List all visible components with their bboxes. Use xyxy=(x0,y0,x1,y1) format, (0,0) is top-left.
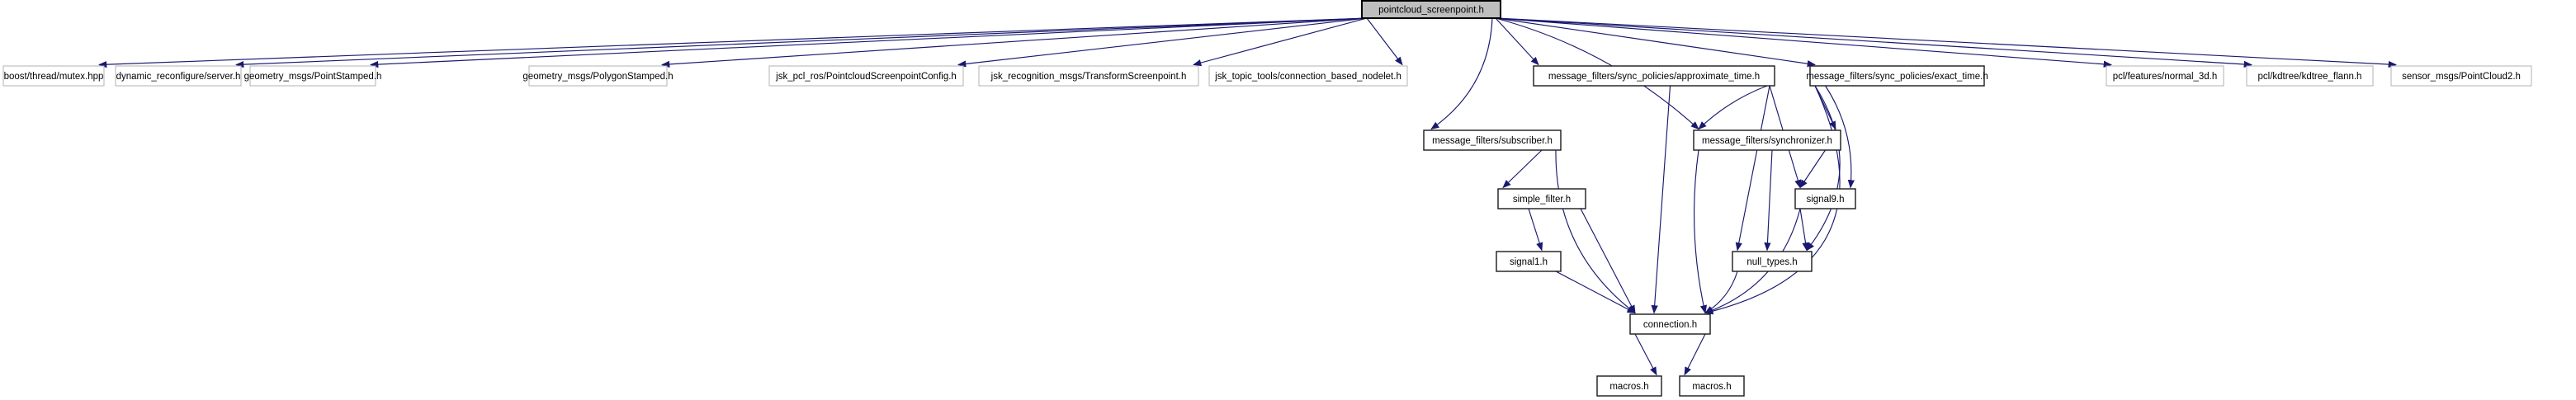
edge-root-pointcloud2 xyxy=(1495,17,2398,68)
edge-root-normal3d xyxy=(1495,17,2113,68)
node-box-polygonstamped xyxy=(528,65,668,87)
node-box-mutex xyxy=(2,65,105,87)
node-pointcloud2: sensor_msgs/PointCloud2.h xyxy=(2390,65,2532,87)
node-box-kdtree xyxy=(2246,65,2374,87)
node-exact[interactable]: message_filters/sync_policies/exact_time… xyxy=(1806,65,1988,87)
node-label-signal1: signal1.h xyxy=(1510,257,1548,267)
edge-root-mutex xyxy=(97,17,1368,68)
node-label-mutex: boost/thread/mutex.hpp xyxy=(4,72,104,82)
node-box-signal9[interactable] xyxy=(1794,188,1856,209)
edge-exact-signal9 xyxy=(1825,85,1855,189)
node-transformscreenpoint: jsk_recognition_msgs/TransformScreenpoin… xyxy=(978,65,1199,87)
edge-approx-connection xyxy=(1651,85,1671,314)
node-label-signal9: signal9.h xyxy=(1806,195,1844,205)
node-label-connection: connection.h xyxy=(1643,320,1697,330)
node-box-subscriber[interactable] xyxy=(1423,129,1562,151)
edge-root-kdtree xyxy=(1495,17,2253,68)
edge-synchronizer-connection xyxy=(1693,149,1708,314)
edge-signal1-connection xyxy=(1555,271,1636,314)
edge-simplefilter-signal1 xyxy=(1528,208,1543,252)
node-polygonstamped: geometry_msgs/PolygonStamped.h xyxy=(522,65,674,87)
node-mutex: boost/thread/mutex.hpp xyxy=(2,65,105,87)
node-label-approx: message_filters/sync_policies/approximat… xyxy=(1548,72,1760,82)
node-simplefilter[interactable]: simple_filter.h xyxy=(1497,188,1586,209)
edge-root-polygonstamped xyxy=(660,17,1368,68)
node-subscriber[interactable]: message_filters/subscriber.h xyxy=(1423,129,1562,151)
node-root: pointcloud_screenpoint.h xyxy=(1361,0,1501,19)
node-box-approx[interactable] xyxy=(1533,65,1775,87)
edge-signal9-connection xyxy=(1704,208,1801,314)
node-connection[interactable]: connection.h xyxy=(1629,313,1711,335)
node-normal3d: pcl/features/normal_3d.h xyxy=(2106,65,2224,87)
node-box-transformscreenpoint xyxy=(978,65,1199,87)
node-kdtree: pcl/kdtree/kdtree_flann.h xyxy=(2246,65,2374,87)
node-pointstamped: geometry_msgs/PointStamped.h xyxy=(244,65,382,87)
edge-root-nodelet xyxy=(1366,17,1403,66)
edge-approx-synchronizer xyxy=(1698,85,1768,130)
edge-root-dynserver xyxy=(234,17,1368,68)
node-box-normal3d xyxy=(2106,65,2224,87)
edge-root-pointstamped xyxy=(369,17,1368,68)
node-label-macros2: macros.h xyxy=(1692,382,1731,392)
node-label-screenpointconfig: jsk_pcl_ros/PointcloudScreenpointConfig.… xyxy=(775,72,957,82)
node-box-synchronizer[interactable] xyxy=(1693,129,1841,151)
node-label-pointcloud2: sensor_msgs/PointCloud2.h xyxy=(2402,72,2521,82)
node-box-macros2[interactable] xyxy=(1679,375,1745,397)
node-box-simplefilter[interactable] xyxy=(1497,188,1586,209)
node-box-pointcloud2 xyxy=(2390,65,2532,87)
node-label-exact: message_filters/sync_policies/exact_time… xyxy=(1806,72,1988,82)
node-label-nulltypes: null_types.h xyxy=(1746,257,1797,267)
edge-root-subscriber xyxy=(1430,17,1493,130)
edge-simplefilter-connection xyxy=(1580,208,1636,314)
edge-synchronizer-signal9 xyxy=(1799,149,1826,189)
node-macros1[interactable]: macros.h xyxy=(1596,375,1662,397)
edge-root-exact xyxy=(1495,17,1817,68)
node-label-normal3d: pcl/features/normal_3d.h xyxy=(2113,72,2218,82)
node-box-nodelet xyxy=(1208,65,1408,87)
node-box-root xyxy=(1361,0,1501,19)
node-nodelet: jsk_topic_tools/connection_based_nodelet… xyxy=(1208,65,1408,87)
edge-root-screenpointconfig xyxy=(957,17,1368,68)
node-label-nodelet: jsk_topic_tools/connection_based_nodelet… xyxy=(1214,72,1401,82)
node-dynserver: dynamic_reconfigure/server.h xyxy=(115,65,242,87)
node-box-dynserver xyxy=(115,65,242,87)
edge-subscriber-connection xyxy=(1555,149,1636,314)
edge-subscriber-simplefilter xyxy=(1502,149,1543,189)
node-box-signal1[interactable] xyxy=(1496,251,1562,272)
edge-connection-macros1 xyxy=(1634,333,1657,376)
node-box-macros1[interactable] xyxy=(1596,375,1662,397)
edge-connection-macros2 xyxy=(1684,333,1706,376)
node-signal9[interactable]: signal9.h xyxy=(1794,188,1856,209)
node-screenpointconfig: jsk_pcl_ros/PointcloudScreenpointConfig.… xyxy=(768,65,964,87)
node-box-exact[interactable] xyxy=(1809,65,1985,87)
edge-approx-nulltypes xyxy=(1735,85,1770,252)
node-approx[interactable]: message_filters/sync_policies/approximat… xyxy=(1533,65,1775,87)
edge-exact-nulltypes xyxy=(1806,85,1841,252)
node-box-nulltypes[interactable] xyxy=(1732,251,1813,272)
node-label-polygonstamped: geometry_msgs/PolygonStamped.h xyxy=(522,72,673,82)
edge-root-approx xyxy=(1495,17,1539,66)
node-synchronizer[interactable]: message_filters/synchronizer.h xyxy=(1693,129,1841,151)
node-box-screenpointconfig xyxy=(768,65,964,87)
node-label-pointstamped: geometry_msgs/PointStamped.h xyxy=(244,72,382,82)
node-label-synchronizer: message_filters/synchronizer.h xyxy=(1702,136,1832,146)
node-nulltypes[interactable]: null_types.h xyxy=(1732,251,1813,272)
node-box-connection[interactable] xyxy=(1629,313,1711,335)
node-signal1[interactable]: signal1.h xyxy=(1496,251,1562,272)
node-label-macros1: macros.h xyxy=(1609,382,1648,392)
node-macros2[interactable]: macros.h xyxy=(1679,375,1745,397)
node-label-root: pointcloud_screenpoint.h xyxy=(1378,6,1484,16)
node-label-kdtree: pcl/kdtree/kdtree_flann.h xyxy=(2258,72,2362,82)
node-label-dynserver: dynamic_reconfigure/server.h xyxy=(116,72,241,82)
edge-synchronizer-nulltypes xyxy=(1764,149,1773,252)
node-label-transformscreenpoint: jsk_recognition_msgs/TransformScreenpoin… xyxy=(990,72,1187,82)
edge-nulltypes-connection xyxy=(1704,271,1738,314)
node-label-simplefilter: simple_filter.h xyxy=(1513,195,1571,205)
edge-root-transformscreenpoint xyxy=(1193,17,1368,67)
edge-signal9-nulltypes xyxy=(1799,208,1809,252)
edge-root-synchronizer xyxy=(1495,17,1699,130)
node-box-pointstamped xyxy=(249,65,376,87)
node-label-subscriber: message_filters/subscriber.h xyxy=(1432,136,1553,146)
